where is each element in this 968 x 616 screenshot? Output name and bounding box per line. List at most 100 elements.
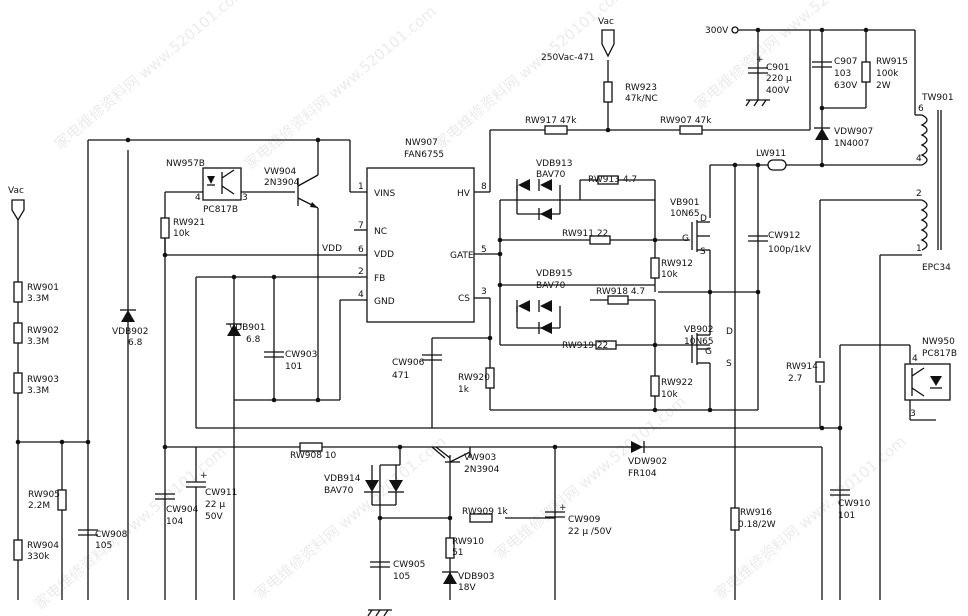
value-label: 104 [166, 517, 183, 527]
value-label: PC817B [203, 205, 238, 215]
ref-label: CW903 [285, 350, 317, 360]
transistor-vw904: VW904 2N3904 [264, 167, 319, 209]
value-label: 6.8 [128, 338, 143, 348]
resistor-rw903: RW903 3.3M [13, 372, 59, 396]
transformer-tw901: TW901 6 4 2 1 EPC34 [915, 93, 954, 273]
value-label: BAV70 [536, 281, 566, 291]
resistor-rw901: RW901 3.3M [13, 281, 59, 304]
vac-input-terminal-left: Vac [8, 186, 25, 222]
ic-part-label: FAN6755 [404, 150, 444, 160]
ref-label: CW905 [393, 560, 425, 570]
ref-label: VB901 [670, 198, 700, 208]
zener-vdb901: VDB901 6.8 [226, 323, 265, 345]
ref-label: RW904 [27, 541, 59, 551]
value-label: PC817B [922, 349, 957, 359]
value-label: 2.7 [788, 374, 802, 384]
resistor-rw915: RW915 100k 2W [861, 57, 908, 91]
capacitor-c907: C907 103 630V [812, 57, 858, 91]
ref-label: RW905 [28, 490, 60, 500]
value-label: FR104 [628, 469, 657, 479]
value-label: 10k [661, 390, 678, 400]
ref-label: RW918 4.7 [596, 287, 645, 297]
transistor-vw903: VW903 2N3904 [435, 446, 500, 475]
wires [17, 29, 936, 600]
ref-label: CW912 [768, 231, 800, 241]
ref-label: VDB901 [229, 323, 265, 333]
pin-name: GND [374, 297, 395, 307]
resistor-rw902: RW902 3.3M [13, 322, 59, 347]
voltage-label: 630V [834, 81, 858, 91]
resistor-rw904: RW904 330k [13, 539, 59, 562]
capacitor-cw904: CW904 104 [155, 493, 199, 527]
pin-label: 4 [916, 154, 922, 164]
ref-label: RW914 [786, 362, 818, 372]
value-label: 22 μ [205, 500, 225, 510]
capacitor-cw909: + CW909 22 μ /50V [545, 503, 612, 537]
ref-label: RW923 [625, 83, 657, 93]
pin-num: 7 [358, 221, 364, 231]
ref-label: RW903 [27, 375, 59, 385]
zener-vdb902: VDB902 6.8 [112, 309, 148, 348]
ref-label: CW906 [392, 358, 425, 368]
pin-label: S [726, 359, 732, 369]
ref-label: RW907 47k [660, 116, 712, 126]
vac-label: Vac [598, 17, 614, 27]
value-label: 22 μ /50V [568, 527, 612, 537]
pin-label: 4 [195, 193, 201, 203]
vac-input-terminal-top: Vac 250Vac-471 [541, 17, 615, 63]
value-label: BAV70 [536, 170, 566, 180]
resistor-rw916: RW916 0.18/2W [730, 507, 776, 531]
core-label: EPC34 [922, 263, 951, 273]
pin-label: 1 [916, 244, 922, 254]
pin-label: 3 [242, 193, 248, 203]
pin-num: 8 [481, 182, 487, 192]
resistor-rw912: RW912 10k [650, 257, 693, 280]
pin-name: NC [374, 227, 387, 237]
value-label: 10N65 [670, 209, 700, 219]
ref-label: TW901 [921, 93, 954, 103]
pin-num: 5 [481, 245, 487, 255]
value-label: 47k/NC [625, 94, 658, 104]
optocoupler-nw957b: NW957B PC817B 4 3 [166, 159, 248, 215]
resistor-rw921: RW921 10k [160, 217, 205, 239]
value-label: 100k [876, 69, 899, 79]
resistor-rw911: RW911 22 [562, 229, 611, 245]
ref-label: RW902 [27, 326, 59, 336]
resistor-rw922: RW922 10k [650, 375, 693, 400]
resistor-rw914: RW914 2.7 [786, 361, 825, 384]
ref-label: CW908 [95, 530, 128, 540]
ref-label: VDB913 [536, 159, 572, 169]
pin-label: G [682, 234, 689, 244]
capacitor-cw908: CW908 105 [78, 529, 128, 551]
value-label: 0.18/2W [738, 520, 776, 530]
value-label: 103 [834, 69, 851, 79]
resistor-rw913: RW913 4.7 [588, 175, 637, 185]
pin-num: 4 [358, 290, 364, 300]
value-label: 2N3904 [464, 465, 500, 475]
resistor-rw920: RW920 1k [458, 367, 495, 395]
pin-label: 4 [912, 354, 918, 364]
value-label: 10k [173, 229, 190, 239]
voltage-label: 300V [705, 26, 729, 36]
pin-name: HV [457, 189, 471, 199]
watermark: 家电维修资料网 www.520101.com [31, 442, 230, 613]
resistor-rw918: RW918 4.7 [596, 287, 645, 305]
ref-label: RW901 [27, 283, 59, 293]
watermark: 家电维修资料网 www.520101.com [691, 0, 890, 113]
capacitor-cw910: CW910 101 [830, 489, 871, 521]
pin-label: 2 [916, 189, 922, 199]
value-label: 18V [458, 583, 476, 593]
capacitor-cw903: CW903 101 [264, 350, 317, 372]
resistor-rw909: RW909 1k [462, 507, 509, 523]
resistor-rw905: RW905 2.2M [28, 489, 67, 511]
ic-nw907-fan6755: NW907 FAN6755 VINS NC VDD FB GND HV GATE… [354, 138, 487, 323]
resistor-rw917: RW917 47k [525, 116, 577, 135]
value-label: 101 [838, 511, 855, 521]
ref-label: CW911 [205, 488, 237, 498]
ref-label: VDW907 [834, 127, 873, 137]
ref-label: CW909 [568, 515, 601, 525]
pin-name: VDD [374, 250, 394, 260]
ref-label: RW922 [661, 378, 693, 388]
ref-label: C907 [834, 57, 857, 67]
